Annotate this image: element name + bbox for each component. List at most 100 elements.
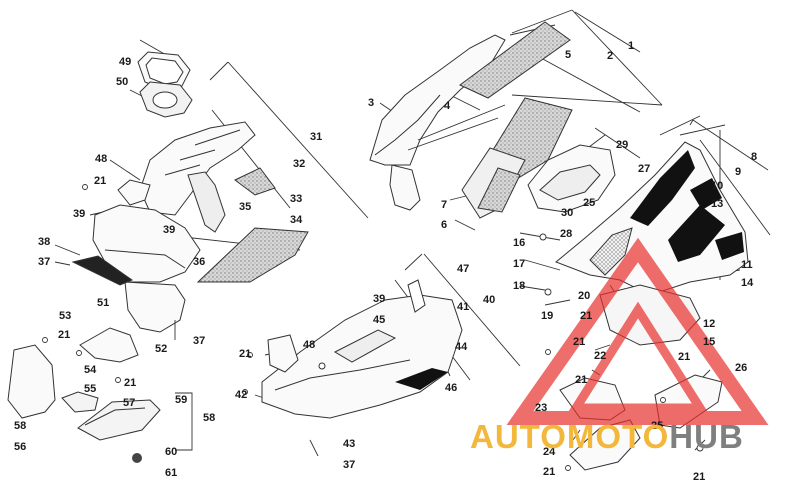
callout-44: 44: [455, 341, 468, 353]
callout-43: 43: [343, 438, 356, 450]
callout-1: 1: [628, 40, 635, 52]
hood-upper-left: [139, 121, 256, 233]
callout-21-f: 21: [573, 336, 586, 348]
callout-25-a: 25: [583, 197, 596, 209]
callout-48-b: 48: [303, 339, 316, 351]
callout-30: 30: [561, 207, 574, 219]
callout-32: 32: [293, 158, 306, 170]
callout-11: 11: [741, 259, 753, 271]
watermark-logo: AUTOMOTOHUB: [470, 419, 744, 455]
callout-48-a: 48: [95, 153, 108, 165]
gasket-49: [137, 51, 191, 91]
cowl-trim-lines: [407, 104, 506, 151]
callout-57: 57: [123, 397, 136, 409]
part-48-fastener: [318, 362, 326, 370]
callout-21-b: 21: [58, 329, 71, 341]
callout-6: 6: [441, 219, 448, 231]
callout-23: 23: [535, 402, 548, 414]
callout-52: 52: [155, 343, 168, 355]
watermark-triangle: [506, 237, 769, 425]
callout-12: 12: [703, 318, 716, 330]
callout-36: 36: [193, 256, 206, 268]
callout-31: 31: [310, 131, 323, 143]
callout-9: 9: [735, 166, 742, 178]
callout-10: 10: [711, 180, 724, 192]
callout-49: 49: [119, 56, 132, 68]
callout-46: 46: [445, 382, 458, 394]
part-61: [132, 453, 142, 463]
callout-39-b: 39: [163, 224, 176, 236]
callout-21-i: 21: [543, 466, 556, 478]
callout-27: 27: [638, 163, 651, 175]
decal-33: [234, 167, 276, 196]
callout-21-g: 21: [575, 374, 588, 386]
callout-13: 13: [711, 198, 724, 210]
callout-16: 16: [513, 237, 526, 249]
callout-55: 55: [84, 383, 97, 395]
callout-61: 61: [165, 467, 178, 479]
windshield-cowl: [369, 34, 506, 211]
callout-53: 53: [59, 310, 72, 322]
callout-37-a: 37: [38, 256, 51, 268]
vent-45: [333, 329, 397, 363]
gasket-50: [139, 81, 193, 118]
callout-37-b: 37: [193, 335, 206, 347]
panel-55-57: [61, 391, 161, 441]
callout-21-j: 21: [693, 471, 706, 483]
callout-2: 2: [607, 50, 614, 62]
mesh-34: [196, 227, 309, 283]
callout-35: 35: [239, 201, 252, 213]
callout-28: 28: [560, 228, 573, 240]
part-38: [71, 255, 134, 286]
callout-33: 33: [290, 193, 303, 205]
callout-21-h: 21: [678, 351, 691, 363]
callout-58-b: 58: [203, 412, 216, 424]
callout-18: 18: [513, 280, 526, 292]
callout-34: 34: [290, 214, 303, 226]
callout-7: 7: [441, 199, 448, 211]
callout-15: 15: [703, 336, 716, 348]
callout-29: 29: [616, 139, 629, 151]
callout-20: 20: [578, 290, 591, 302]
callout-8: 8: [751, 151, 758, 163]
lower-left-shroud: [92, 179, 201, 333]
watermark-part2: HUB: [669, 418, 744, 455]
callout-21-d: 21: [239, 348, 252, 360]
callout-4: 4: [444, 100, 451, 112]
callout-22: 22: [594, 350, 607, 362]
callout-59: 59: [175, 394, 188, 406]
callout-41: 41: [457, 301, 470, 313]
grille-28: [589, 227, 633, 276]
callout-42: 42: [235, 389, 248, 401]
callout-58-a: 58: [14, 420, 27, 432]
callout-39-a: 39: [73, 208, 86, 220]
side-panel-58: [7, 344, 56, 419]
decal-right: [630, 150, 744, 262]
callout-54: 54: [84, 364, 97, 376]
callout-37-c: 37: [343, 459, 356, 471]
callout-14: 14: [741, 277, 754, 289]
decal-46: [395, 368, 448, 390]
callout-38: 38: [38, 236, 51, 248]
callout-21-a: 21: [94, 175, 107, 187]
watermark-part1: AUTOMOTO: [470, 418, 670, 455]
fasteners: [42, 184, 704, 471]
callout-50: 50: [116, 76, 129, 88]
callout-40: 40: [483, 294, 496, 306]
callout-56: 56: [14, 441, 27, 453]
clip-47: [407, 279, 426, 313]
callout-45: 45: [373, 314, 386, 326]
callout-17: 17: [513, 258, 526, 270]
callout-24: 24: [543, 446, 556, 458]
callout-39-c: 39: [373, 293, 386, 305]
callout-60: 60: [165, 446, 178, 458]
callout-51: 51: [97, 297, 110, 309]
mesh-6-7: [461, 147, 526, 219]
bracket-53: [79, 327, 139, 363]
callout-3: 3: [368, 97, 375, 109]
callout-47: 47: [457, 263, 470, 275]
callout-19: 19: [541, 310, 554, 322]
mesh-5: [459, 21, 571, 99]
